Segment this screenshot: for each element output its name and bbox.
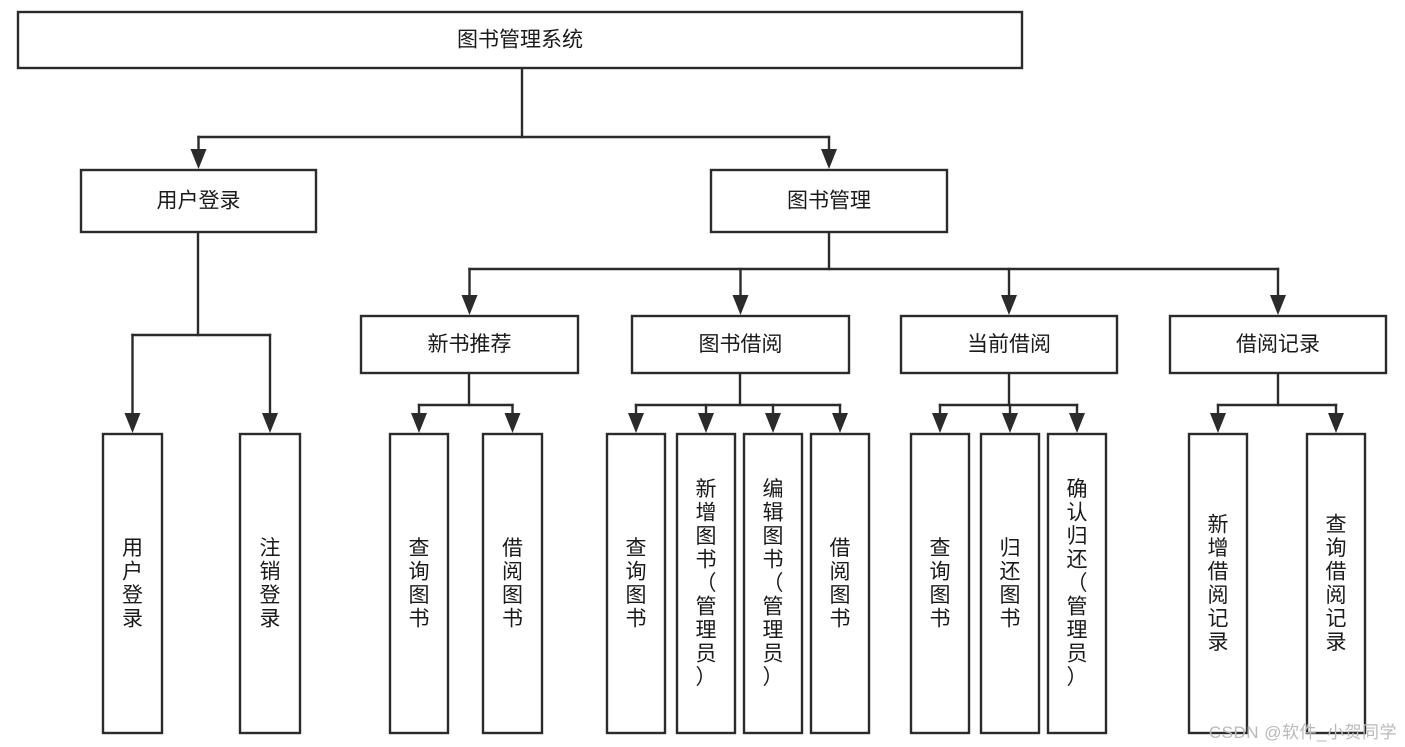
node-label-borrow: 图书借阅 <box>699 333 783 356</box>
node-box-leaf-borrow-book-1[interactable] <box>481 432 544 735</box>
connector-group-borrow <box>628 371 848 433</box>
node-label-leaf-add-record: 新增借阅记录 <box>1208 513 1229 654</box>
node-label-leaf-query-book-3: 查询图书 <box>930 537 951 631</box>
node-label-newbook: 新书推荐 <box>428 333 512 356</box>
node-label-leaf-query-record: 查询借阅记录 <box>1326 513 1347 654</box>
node-box-leaf-return-book[interactable] <box>979 432 1041 735</box>
node-box-leaf-query-book-3[interactable] <box>909 432 971 735</box>
node-label-records: 借阅记录 <box>1236 333 1320 356</box>
node-label-current: 当前借阅 <box>967 333 1051 356</box>
node-root[interactable]: 图书管理系统 <box>16 10 1024 70</box>
connector-group-records <box>1210 371 1344 433</box>
connector-group-bookmgmt <box>461 230 1286 315</box>
connector-group-current <box>932 371 1085 433</box>
node-label-leaf-confirm-return: 确认归还（管理员） <box>1067 478 1088 689</box>
node-box-newbook[interactable] <box>359 314 580 375</box>
node-label-leaf-borrow-book-2: 借阅图书 <box>830 537 851 631</box>
node-box-leaf-edit-book[interactable] <box>742 432 804 735</box>
connector-layer <box>124 66 1344 433</box>
node-leaf-user-login[interactable]: 用户登录 <box>101 432 164 735</box>
watermark-text: CSDN @软件_小贺同学 <box>1208 723 1397 742</box>
node-box-bookmgmt[interactable] <box>709 168 949 234</box>
node-box-borrow[interactable] <box>630 314 851 375</box>
node-bookmgmt[interactable]: 图书管理 <box>709 168 949 234</box>
node-records[interactable]: 借阅记录 <box>1168 314 1388 375</box>
connector-group-newbook <box>411 371 521 433</box>
node-leaf-borrow-book-2[interactable]: 借阅图书 <box>809 432 871 735</box>
node-leaf-logout[interactable]: 注销登录 <box>238 432 302 735</box>
node-leaf-edit-book[interactable]: 编辑图书（管理员） <box>742 432 804 735</box>
node-box-current[interactable] <box>899 314 1119 375</box>
node-label-bookmgmt: 图书管理 <box>787 190 871 213</box>
node-box-leaf-query-book-2[interactable] <box>605 432 667 735</box>
node-label-leaf-query-book-1: 查询图书 <box>409 537 430 631</box>
node-leaf-borrow-book-1[interactable]: 借阅图书 <box>481 432 544 735</box>
node-box-leaf-borrow-book-2[interactable] <box>809 432 871 735</box>
connector-group-root <box>190 66 837 169</box>
node-layer: 图书管理系统用户登录图书管理新书推荐图书借阅当前借阅借阅记录用户登录注销登录查询… <box>16 10 1388 735</box>
node-leaf-add-book[interactable]: 新增图书（管理员） <box>675 432 737 735</box>
node-box-leaf-user-login[interactable] <box>101 432 164 735</box>
node-label-root: 图书管理系统 <box>457 29 583 52</box>
node-label-leaf-user-login: 用户登录 <box>122 537 143 631</box>
node-newbook[interactable]: 新书推荐 <box>359 314 580 375</box>
node-leaf-query-book-3[interactable]: 查询图书 <box>909 432 971 735</box>
node-label-leaf-query-book-2: 查询图书 <box>626 537 647 631</box>
node-box-login[interactable] <box>79 168 318 234</box>
node-box-records[interactable] <box>1168 314 1388 375</box>
node-borrow[interactable]: 图书借阅 <box>630 314 851 375</box>
node-label-leaf-return-book: 归还图书 <box>1000 537 1021 631</box>
node-box-leaf-add-book[interactable] <box>675 432 737 735</box>
connector-group-login <box>124 230 278 433</box>
node-label-leaf-edit-book: 编辑图书（管理员） <box>763 478 784 689</box>
node-box-leaf-query-record[interactable] <box>1305 432 1367 735</box>
node-label-leaf-add-book: 新增图书（管理员） <box>696 478 717 689</box>
node-box-leaf-add-record[interactable] <box>1187 432 1249 735</box>
node-leaf-return-book[interactable]: 归还图书 <box>979 432 1041 735</box>
node-box-leaf-query-book-1[interactable] <box>388 432 450 735</box>
node-label-leaf-logout: 注销登录 <box>260 537 281 631</box>
node-login[interactable]: 用户登录 <box>79 168 318 234</box>
node-box-root[interactable] <box>16 10 1024 70</box>
node-leaf-query-record[interactable]: 查询借阅记录 <box>1305 432 1367 735</box>
node-box-leaf-confirm-return[interactable] <box>1046 432 1108 735</box>
node-leaf-query-book-1[interactable]: 查询图书 <box>388 432 450 735</box>
node-leaf-confirm-return[interactable]: 确认归还（管理员） <box>1046 432 1108 735</box>
node-box-leaf-logout[interactable] <box>238 432 302 735</box>
node-current[interactable]: 当前借阅 <box>899 314 1119 375</box>
node-leaf-query-book-2[interactable]: 查询图书 <box>605 432 667 735</box>
node-leaf-add-record[interactable]: 新增借阅记录 <box>1187 432 1249 735</box>
node-label-leaf-borrow-book-1: 借阅图书 <box>502 537 523 631</box>
node-label-login: 用户登录 <box>157 190 241 213</box>
